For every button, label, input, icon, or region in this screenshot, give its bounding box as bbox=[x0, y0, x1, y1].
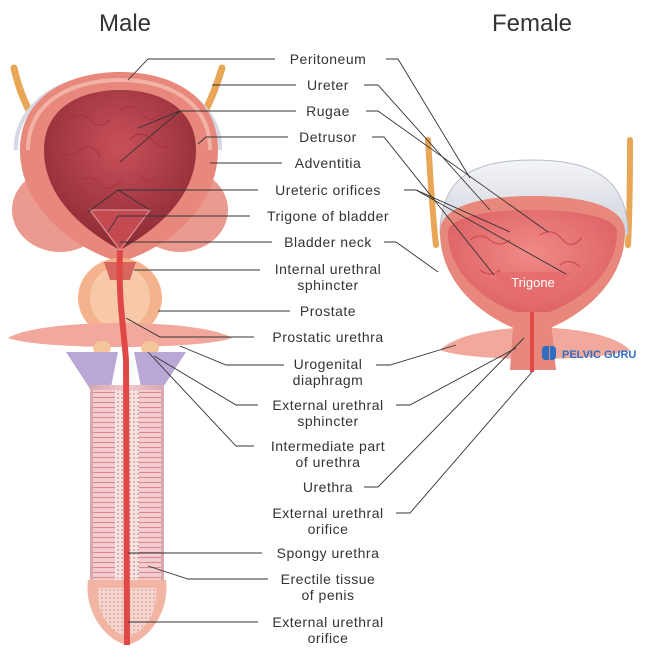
label-adventitia: Adventitia bbox=[295, 155, 361, 171]
female-trigone-label: Trigone bbox=[511, 275, 555, 290]
label-intermediate-line2: of urethra bbox=[296, 454, 361, 470]
male-trigone bbox=[89, 209, 151, 251]
label-internal-sphincter-line2: sphincter bbox=[297, 277, 358, 293]
label-orifice-female-line2: orifice bbox=[308, 521, 349, 537]
watermark-text: PELVIC GURU bbox=[562, 349, 636, 361]
label-ureter: Ureter bbox=[307, 77, 349, 93]
leader-external-sphincter-male bbox=[153, 355, 258, 406]
leader-urethra-female bbox=[364, 337, 525, 488]
male-title: Male bbox=[99, 10, 151, 37]
male-illustration bbox=[8, 64, 232, 646]
leader-ureter-female bbox=[364, 84, 491, 211]
male-urethra bbox=[116, 249, 130, 646]
male-rugae bbox=[59, 106, 171, 203]
label-orifice-male-line2: orifice bbox=[308, 630, 349, 646]
leader-urogenital-male bbox=[179, 345, 284, 366]
female-illustration: Trigone PELVIC GURU bbox=[425, 137, 636, 372]
leader-erectile-tissue bbox=[147, 565, 268, 580]
leader-orifice-female bbox=[396, 371, 533, 514]
leader-external-sphincter-female bbox=[396, 347, 517, 406]
male-crus-left bbox=[66, 352, 118, 392]
female-ureter-left bbox=[425, 137, 439, 248]
male-urogenital-diaphragm bbox=[8, 323, 232, 347]
leader-detrusor-male bbox=[197, 136, 288, 145]
leader-urogenital-female bbox=[376, 344, 457, 366]
leader-lines bbox=[87, 58, 567, 623]
leader-prostatic-urethra bbox=[125, 317, 254, 338]
female-bladder-lumen bbox=[448, 210, 617, 318]
label-rugae: Rugae bbox=[306, 103, 350, 119]
leader-peritoneum-male bbox=[127, 58, 275, 81]
label-external-sphincter-line1: External urethral bbox=[272, 397, 383, 413]
label-erectile-line2: of penis bbox=[301, 587, 354, 603]
leader-intermediate-urethra bbox=[147, 351, 254, 447]
leader-rugae-female bbox=[366, 110, 549, 233]
female-ureter-right bbox=[625, 137, 633, 248]
label-urogenital-line2: diaphragm bbox=[293, 372, 364, 388]
label-spongy-urethra: Spongy urethra bbox=[277, 545, 380, 561]
labels: Peritoneum Ureter Rugae Detrusor Adventi… bbox=[267, 51, 389, 646]
label-orifice-female-line1: External urethral bbox=[272, 505, 383, 521]
female-trigone bbox=[492, 272, 572, 312]
label-orifice-male-line1: External urethral bbox=[272, 614, 383, 630]
label-detrusor: Detrusor bbox=[299, 129, 357, 145]
label-external-sphincter-line2: sphincter bbox=[297, 413, 358, 429]
label-peritoneum: Peritoneum bbox=[290, 51, 367, 67]
pelvic-guru-logo-icon bbox=[542, 346, 549, 360]
label-prostatic-urethra: Prostatic urethra bbox=[272, 329, 383, 345]
label-bladder-neck: Bladder neck bbox=[284, 234, 372, 250]
label-internal-sphincter-line1: Internal urethral bbox=[275, 261, 382, 277]
label-intermediate-line1: Intermediate part bbox=[271, 438, 385, 454]
leader-trigone-male bbox=[107, 215, 250, 233]
label-prostate: Prostate bbox=[300, 303, 356, 319]
pelvic-guru-watermark: PELVIC GURU bbox=[542, 346, 636, 361]
label-urethra: Urethra bbox=[303, 479, 353, 495]
leader-peritoneum-female bbox=[386, 58, 471, 179]
female-title: Female bbox=[492, 10, 572, 37]
label-trigone-of-bladder: Trigone of bladder bbox=[267, 208, 389, 224]
leader-bladder-neck-female bbox=[384, 241, 439, 273]
leader-detrusor-female bbox=[372, 136, 495, 276]
label-ureteric-orifices: Ureteric orifices bbox=[275, 182, 381, 198]
label-urogenital-line1: Urogenital bbox=[294, 356, 363, 372]
label-erectile-line1: Erectile tissue bbox=[281, 571, 376, 587]
